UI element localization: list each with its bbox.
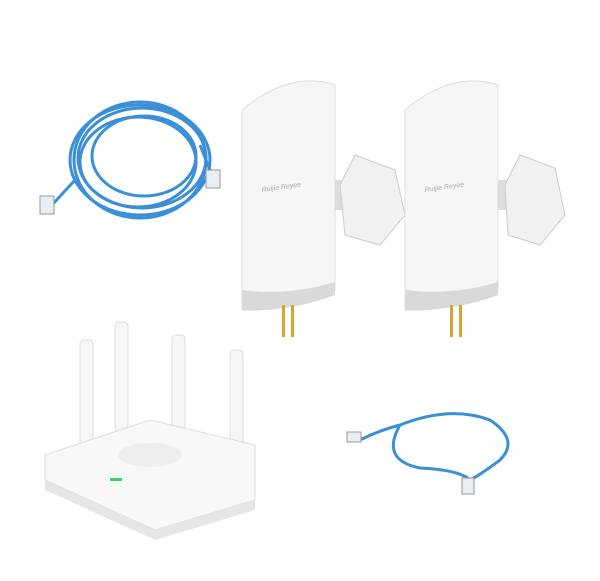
status-led xyxy=(110,478,122,481)
short-ethernet-cable xyxy=(359,412,510,482)
rj45-connector xyxy=(39,195,55,215)
wifi-router xyxy=(44,321,256,540)
outdoor-bridge-left: Ruijie Reyee xyxy=(241,80,406,337)
rj45-connector xyxy=(205,169,221,189)
outdoor-bridge-right: Ruijie Reyee xyxy=(404,80,566,337)
coiled-ethernet-cable xyxy=(50,100,214,220)
rj45-connector xyxy=(461,477,475,495)
rj45-connector xyxy=(346,431,362,443)
